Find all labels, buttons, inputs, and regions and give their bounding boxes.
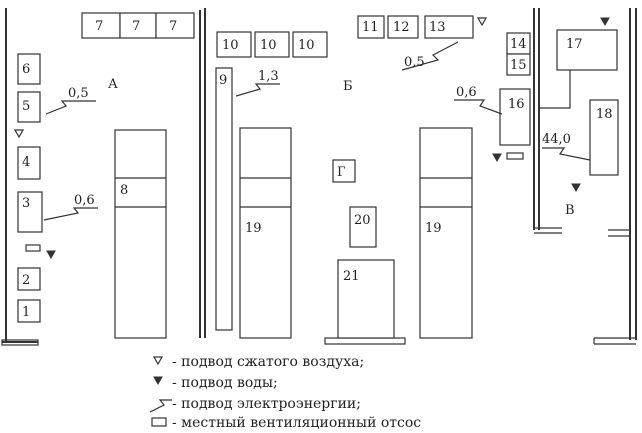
equipment-20 [349,206,377,248]
equipment-13-label: 13 [429,20,446,35]
legend-vent-text: - местный вентиляционный отсос [172,415,421,431]
room-label-a: А [108,77,118,92]
equipment-19a-label: 19 [245,221,262,236]
equipment-7c [155,12,195,39]
power-supply-lines: 0,5 0,6 1,3 0,5 0,6 44,0 [43,41,591,221]
equipment-6 [17,53,41,85]
air-symbol-2 [476,17,488,27]
section-b-equipment: 10 10 10 9 19 Г 20 21 19 11 12 13 14 15 … [215,15,531,339]
air-symbol-1 [13,129,25,139]
water-symbol-1 [46,250,56,260]
room-label-v: В [565,203,575,218]
equipment-10c [292,31,328,58]
vent-exhaust-a [25,244,41,252]
equipment-8-label: 8 [120,183,128,198]
legend-air-text: - подвод сжатого воздуха; [172,354,364,370]
section-a-equipment: 6 5 4 3 2 1 7 7 7 8 [17,12,195,339]
equipment-20-label: 20 [354,213,371,228]
power-label-1: 0,5 [68,86,89,101]
equipment-21 [337,259,395,339]
equipment-5 [17,91,41,123]
equipment-13 [424,15,474,39]
equipment-16 [499,88,531,146]
equipment-9-label: 9 [219,73,227,88]
equipment-11 [357,15,385,39]
water-symbol-3 [600,17,610,27]
equipment-19b [419,127,473,339]
equipment-21-label: 21 [343,269,360,284]
power-label-5: 0,6 [456,85,477,100]
walls [1,8,637,346]
equipment-7b [119,12,157,39]
equipment-2 [17,267,41,291]
equipment-15-label: 15 [510,58,527,73]
equipment-3 [17,191,43,233]
equipment-18-label: 18 [596,107,613,122]
power-line-4 [401,41,459,71]
legend-power-icon [149,399,172,413]
equipment-15 [506,53,531,76]
power-label-2: 0,6 [74,193,95,208]
equipment-11-label: 11 [362,20,379,35]
equipment-4-label: 4 [22,155,30,170]
equipment-3-label: 3 [22,196,30,211]
power-label-3: 1,3 [258,69,279,84]
equipment-18 [589,99,619,176]
equipment-10a-label: 10 [222,38,239,53]
air-supply-symbols [13,17,488,139]
conveyor-line [540,70,571,109]
equipment-g-label: Г [337,165,346,180]
left-wall-foot [1,339,39,346]
equipment-2-label: 2 [22,273,30,288]
power-label-4: 0,5 [404,55,425,70]
legend-air-icon [152,356,164,366]
equipment-7a [81,12,121,39]
legend-water-icon [153,376,163,386]
equipment-6-label: 6 [22,62,30,77]
equipment-7b-label: 7 [132,19,140,34]
equipment-5-label: 5 [22,99,30,114]
equipment-12 [387,15,419,39]
equipment-4 [17,146,41,180]
equipment-9 [215,67,233,331]
equipment-10b [254,31,290,58]
equipment-14-label: 14 [510,37,527,52]
water-supply-symbols [46,17,610,260]
equipment-1 [17,299,41,323]
equipment-1-label: 1 [22,305,30,320]
equipment-10b-label: 10 [260,38,277,53]
room-label-b: Б [343,79,353,94]
power-line-5 [454,99,503,115]
water-symbol-4 [571,183,581,193]
equipment-19b-label: 19 [425,221,442,236]
power-line-2 [43,207,98,221]
equipment-17-label: 17 [566,37,583,52]
equipment-7c-label: 7 [169,19,177,34]
section-v-equipment: 17 18 [540,29,619,176]
equipment-16-label: 16 [508,97,525,112]
vent-exhaust-b [506,152,524,160]
power-line-3 [235,83,280,97]
legend-water-text: - подвод воды; [172,375,278,391]
equipment-12-label: 12 [393,20,410,35]
power-label-6: 44,0 [542,132,571,147]
equipment-19a [239,127,292,339]
power-line-1 [45,100,96,115]
legend: - подвод сжатого воздуха; - подвод воды;… [149,354,421,431]
equipment-8 [114,129,167,339]
water-symbol-2 [492,153,502,163]
equipment-10c-label: 10 [298,38,315,53]
center-bottom-wall [324,337,406,345]
legend-vent-icon [151,417,167,427]
equipment-7a-label: 7 [95,19,103,34]
equipment-10a [216,31,252,58]
equipment-g [332,159,356,183]
equipment-17 [556,29,618,71]
legend-power-text: - подвод электроэнергии; [172,396,361,412]
power-line-6 [542,147,591,161]
